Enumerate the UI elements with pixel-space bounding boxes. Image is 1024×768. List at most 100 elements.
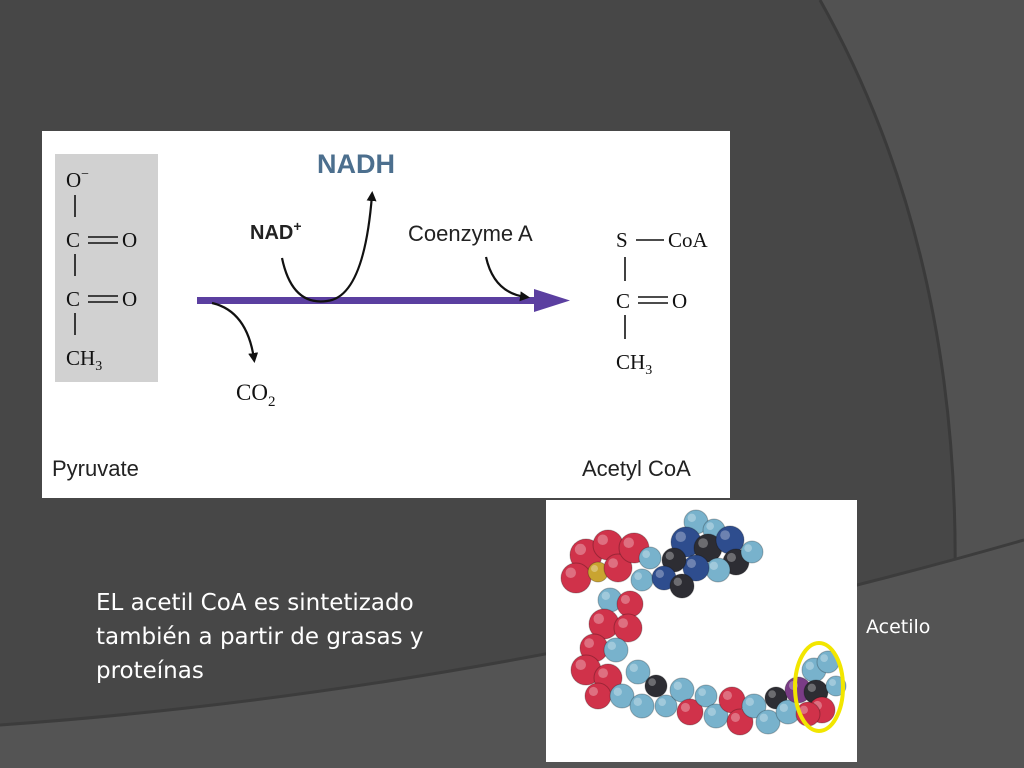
atom-highlight — [648, 678, 656, 686]
atom-sphere-blue — [654, 694, 678, 718]
atom-highlight — [768, 690, 776, 698]
nad-superscript: + — [293, 218, 301, 234]
atom-highlight — [597, 534, 608, 545]
atom-sphere-blue — [638, 546, 662, 570]
atom-highlight — [598, 668, 608, 678]
svg-text:CH3: CH3 — [66, 346, 102, 374]
atom-highlight — [565, 567, 576, 578]
atom-highlight — [673, 577, 682, 586]
atom-highlight — [709, 561, 718, 570]
atom-highlight — [726, 552, 736, 562]
acetyl-coa-group: CoA — [668, 228, 709, 252]
atom-sphere-dark — [644, 674, 668, 698]
atom-highlight — [779, 703, 788, 712]
atom-highlight — [707, 707, 716, 716]
atom-highlight — [698, 538, 708, 548]
atom-highlight — [744, 544, 752, 552]
acetyl-ch: CH — [616, 350, 645, 374]
atom-highlight — [720, 530, 730, 540]
atom-sphere-blue — [694, 684, 718, 708]
atom-sphere-blue — [630, 568, 654, 592]
co2-subscript: 2 — [268, 394, 276, 410]
atom-highlight — [629, 663, 638, 672]
svg-text:CO2: CO2 — [236, 380, 275, 410]
atom-highlight — [601, 591, 610, 600]
atom-sphere-blue — [625, 659, 651, 685]
atom-sphere-blue — [741, 693, 767, 719]
atom-highlight — [642, 550, 650, 558]
atom-highlight — [613, 687, 622, 696]
caption-line-2: también a partir de grasas y — [96, 624, 424, 650]
model-atoms — [560, 509, 847, 736]
atom-sphere-red — [726, 708, 754, 736]
co2-label: CO — [236, 380, 268, 405]
atom-highlight — [634, 572, 642, 580]
atom-highlight — [588, 686, 598, 696]
nadh-label: NADH — [317, 149, 395, 179]
atom-highlight — [730, 712, 740, 722]
pyruvate-ch-subscript: 3 — [95, 359, 102, 374]
pyruvate-o-minus: O — [66, 168, 81, 192]
svg-text:O−: O− — [66, 167, 89, 192]
atom-highlight — [829, 679, 836, 686]
pyruvate-c1: C — [66, 228, 80, 252]
atom-highlight — [575, 659, 586, 670]
atom-highlight — [799, 705, 808, 714]
reaction-arrow — [197, 289, 570, 312]
atom-sphere-blue — [740, 540, 764, 564]
atom-highlight — [687, 513, 696, 522]
atom-sphere-blue — [609, 683, 635, 709]
pyruvate-o2: O — [122, 287, 137, 311]
atom-highlight — [673, 681, 682, 690]
atom-highlight — [675, 531, 686, 542]
caption-line-3: proteínas — [96, 658, 204, 684]
slide-caption: EL acetil CoA es sintetizado también a p… — [96, 586, 496, 688]
acetyl-s: S — [616, 228, 628, 252]
nad-to-nadh-arrow — [280, 191, 377, 303]
svg-text:CH3: CH3 — [616, 350, 652, 378]
atom-highlight — [745, 697, 754, 706]
svg-text:NAD+: NAD+ — [250, 218, 302, 244]
caption-line-1: EL acetil CoA es sintetizado — [96, 590, 414, 616]
atom-sphere-dark — [669, 573, 695, 599]
nad-label: NAD — [250, 222, 293, 244]
atom-highlight — [706, 522, 714, 530]
pyruvate-structure: O− C O C O CH3 — [66, 167, 137, 374]
pyruvate-o1: O — [122, 228, 137, 252]
atom-highlight — [593, 613, 604, 624]
atom-highlight — [623, 537, 634, 548]
atom-sphere-blue — [603, 637, 629, 663]
acetyl-coa-space-filling-model — [546, 500, 857, 762]
atom-highlight — [607, 641, 616, 650]
atom-highlight — [620, 594, 630, 604]
acetyl-highlight-ellipse — [793, 641, 845, 733]
atom-highlight — [805, 661, 814, 670]
atom-highlight — [584, 638, 594, 648]
atom-highlight — [608, 558, 618, 568]
atom-highlight — [680, 702, 690, 712]
pyruvate-label: Pyruvate — [52, 456, 139, 481]
atom-highlight — [618, 618, 628, 628]
co2-release-arrow — [211, 301, 259, 363]
atom-highlight — [807, 683, 816, 692]
pyruvate-c2: C — [66, 287, 80, 311]
acetyl-coa-structure: S CoA C O CH3 — [616, 228, 709, 378]
atom-highlight — [759, 713, 768, 722]
acetyl-c: C — [616, 289, 630, 313]
atom-sphere-blue — [705, 557, 731, 583]
coenzyme-a-label: Coenzyme A — [408, 221, 533, 246]
acetyl-coa-label: Acetyl CoA — [582, 456, 691, 481]
atom-highlight — [633, 697, 642, 706]
atom-sphere-red — [603, 553, 633, 583]
reaction-diagram: O− C O C O CH3 CO2 NADH NAD+ Coenzyme A — [42, 131, 730, 498]
pyruvate-o-minus-sign: − — [81, 167, 89, 182]
atom-highlight — [686, 558, 696, 568]
atom-highlight — [698, 688, 706, 696]
atom-sphere-navy — [682, 554, 710, 582]
acetyl-o: O — [672, 289, 687, 313]
atom-highlight — [658, 698, 666, 706]
atom-highlight — [591, 565, 598, 572]
atom-highlight — [665, 551, 674, 560]
atom-sphere-red — [613, 613, 643, 643]
coenzyme-a-arrow — [484, 256, 530, 302]
